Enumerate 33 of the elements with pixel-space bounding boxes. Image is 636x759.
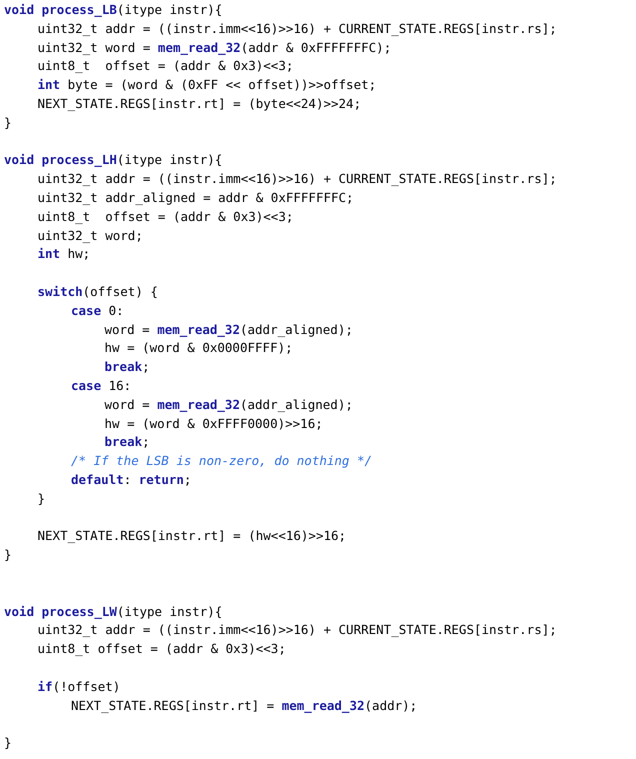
code-line: default: return; xyxy=(71,472,192,488)
code-line: case 16: xyxy=(71,378,132,394)
code-line: uint8_t offset = (addr & 0x3)<<3; xyxy=(38,208,294,225)
code-line: void process_LW(itype instr){ xyxy=(4,604,222,620)
code-line: break; xyxy=(104,434,150,450)
code-line: uint8_t offset = (addr & 0x3)<<3; xyxy=(38,58,294,74)
code-line: word = mem_read_32(addr_aligned); xyxy=(104,396,353,413)
code-line: uint32_t addr = ((instr.imm<<16)>>16) + CURRENT_STATE.REGS[instr.rs]; xyxy=(38,171,557,188)
code-line: break; xyxy=(104,359,150,376)
code-line: NEXT_STATE.REGS[instr.rt] = mem_read_32(addr); xyxy=(71,698,418,714)
code-line: } xyxy=(4,735,12,752)
code-line: uint32_t word = mem_read_32(addr & 0xFFFFFFFC); xyxy=(38,40,392,56)
code-line: } xyxy=(38,490,46,507)
code-line: } xyxy=(4,114,12,131)
code-line: uint32_t word; xyxy=(38,228,143,244)
code-line: int byte = (word & (0xFF << offset))>>offset; xyxy=(38,77,376,94)
code-line: uint32_t addr_aligned = addr & 0xFFFFFFFC; xyxy=(38,190,354,206)
code-line: hw = (word & 0xFFFF0000)>>16; xyxy=(104,416,323,432)
code-line: uint32_t addr = ((instr.imm<<16)>>16) + CURRENT_STATE.REGS[instr.rs]; xyxy=(38,622,557,638)
code-line: } xyxy=(4,547,12,564)
code-line: if(!offset) xyxy=(38,678,120,695)
code-line: switch(offset) { xyxy=(38,284,158,300)
code-line: void process_LH(itype instr){ xyxy=(4,152,222,168)
code-line: case 0: xyxy=(71,302,124,319)
code-line: uint8_t offset = (addr & 0x3)<<3; xyxy=(38,641,286,658)
code-line: NEXT_STATE.REGS[instr.rt] = (hw<<16)>>16; xyxy=(38,528,346,544)
code-line: NEXT_STATE.REGS[instr.rt] = (byte<<24)>>24; xyxy=(38,96,362,112)
code-line: hw = (word & 0x0000FFFF); xyxy=(104,340,293,356)
code-line: uint32_t addr = ((instr.imm<<16)>>16) + CURRENT_STATE.REGS[instr.rs]; xyxy=(38,20,557,37)
code-line: word = mem_read_32(addr_aligned); xyxy=(104,322,353,338)
code-line: int hw; xyxy=(38,246,90,262)
code-comment: /* If the LSB is non-zero, do nothing */ xyxy=(71,453,372,470)
code-line: void process_LB(itype instr){ xyxy=(4,2,222,18)
